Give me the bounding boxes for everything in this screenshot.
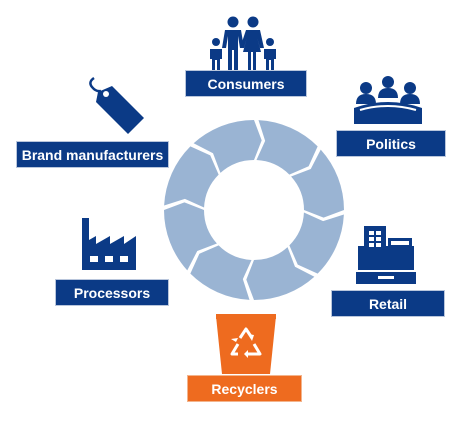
family-icon <box>210 16 276 70</box>
price-tag-icon <box>89 76 144 134</box>
cycle-arrow-segment <box>193 120 262 173</box>
cycle-arrow-segment <box>291 149 344 218</box>
brand-manufacturers-label: Brand manufacturers <box>16 141 169 168</box>
cycle-arrow-segment <box>164 202 217 271</box>
cash-register-icon <box>356 226 416 284</box>
factory-icon <box>82 218 136 270</box>
recyclers-label: Recyclers <box>187 375 302 402</box>
cycle-arrow-segment <box>289 212 344 274</box>
cycle-arrow-segment <box>246 247 315 300</box>
politics-label: Politics <box>336 130 446 157</box>
circular-arrows-icon <box>164 120 344 300</box>
cycle-arrow-segment <box>190 245 252 300</box>
meeting-table-icon <box>354 76 422 124</box>
cycle-arrow-segment <box>256 120 318 175</box>
recycling-bin-icon <box>216 314 276 374</box>
retail-label: Retail <box>331 290 445 317</box>
consumers-label: Consumers <box>185 70 307 97</box>
processors-label: Processors <box>55 279 169 306</box>
cycle-arrow-segment <box>164 146 219 208</box>
